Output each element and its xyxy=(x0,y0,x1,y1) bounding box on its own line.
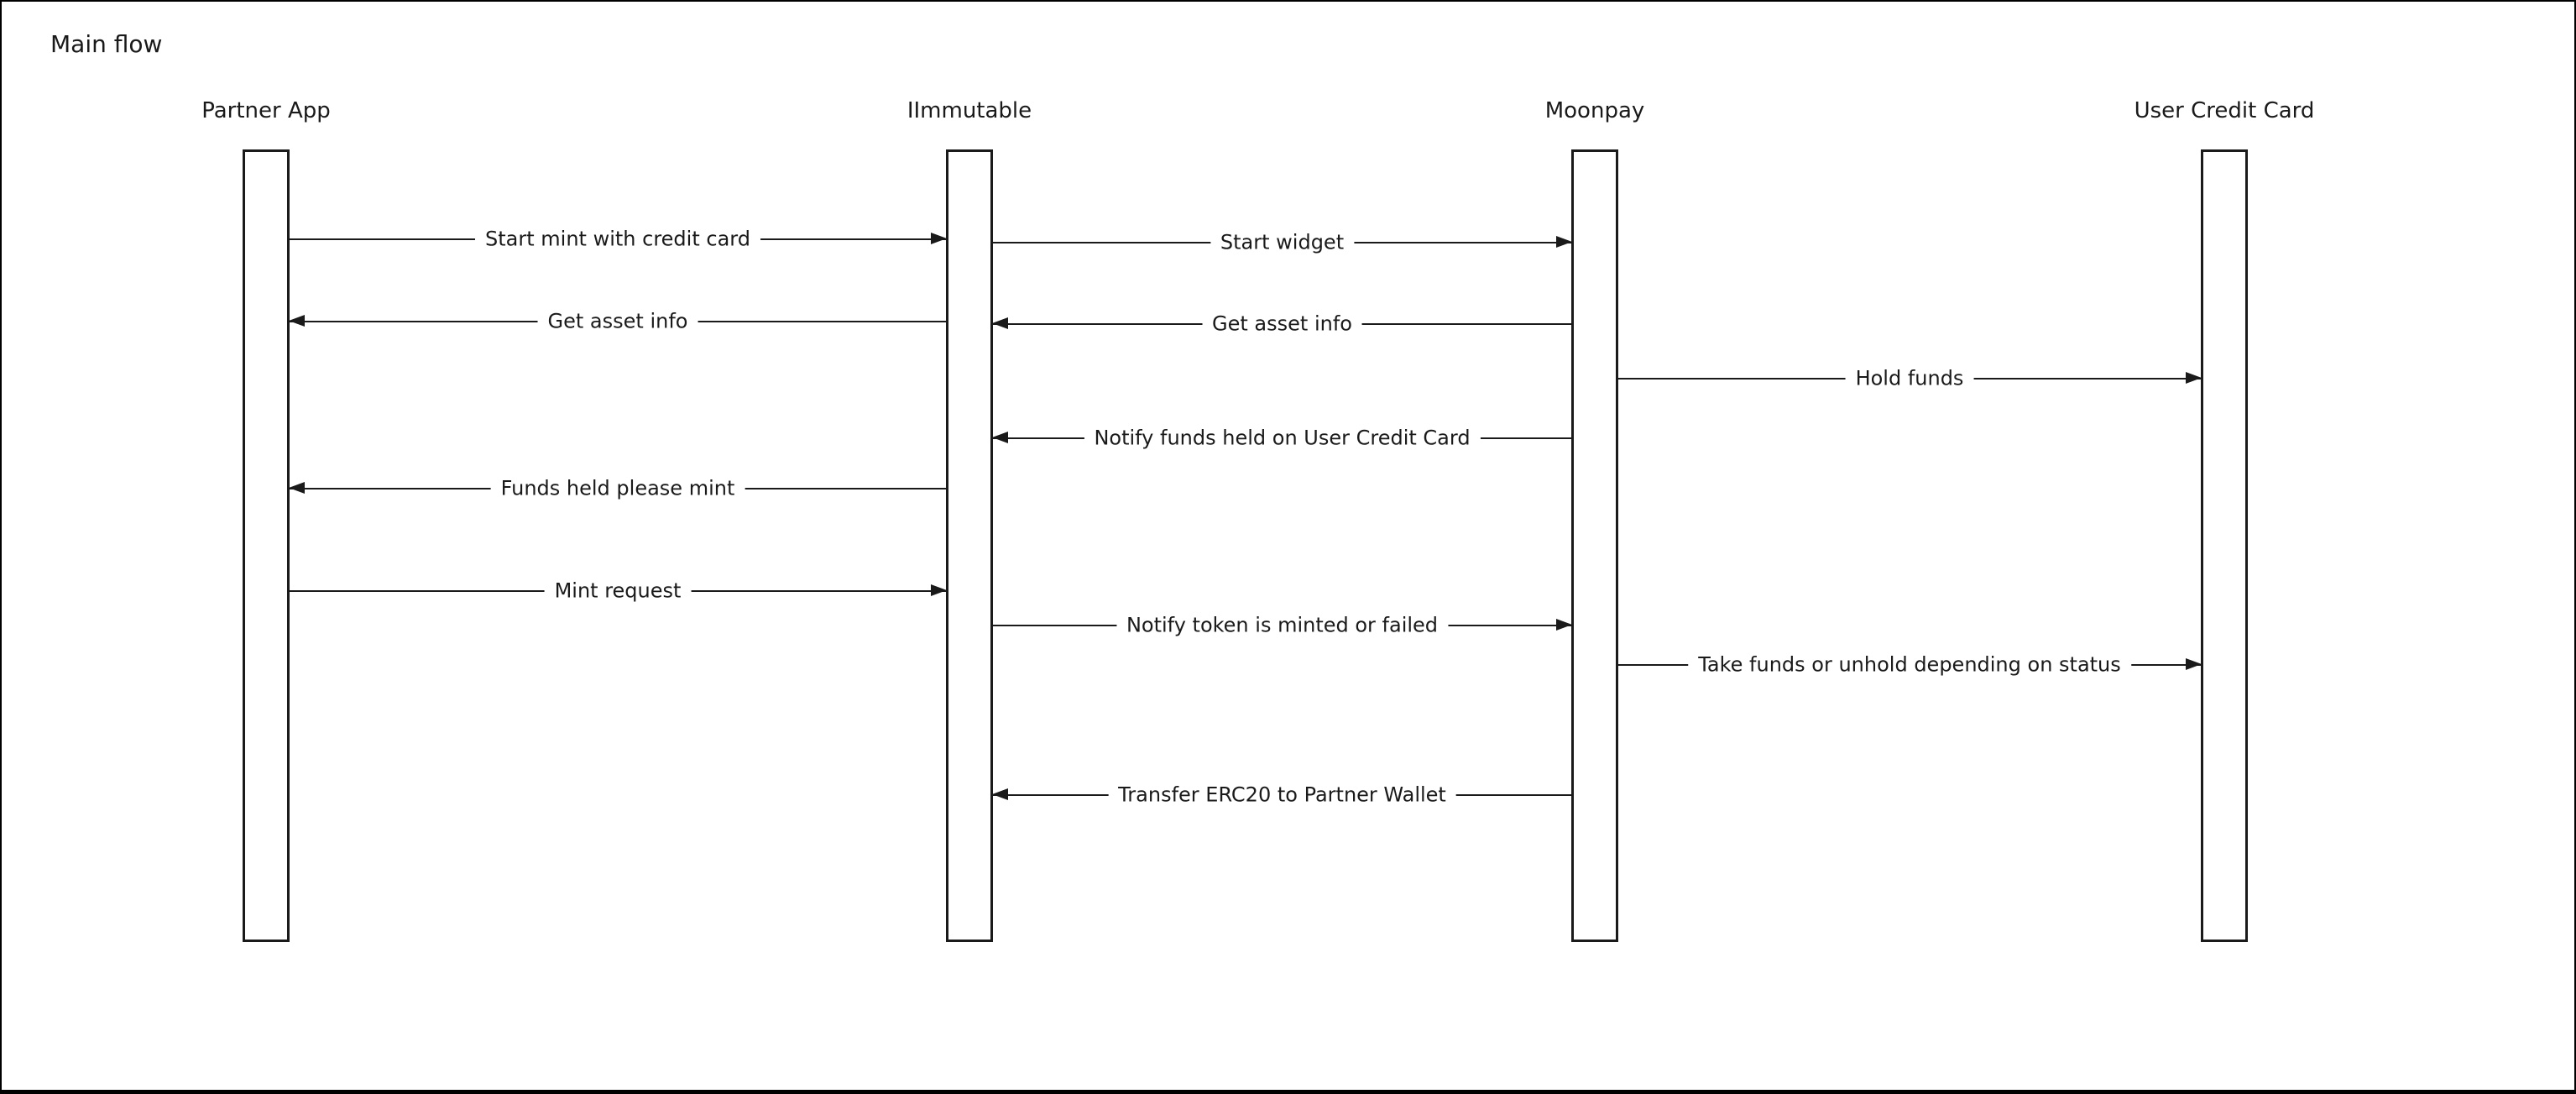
message-label: Notify funds held on User Credit Card xyxy=(1084,424,1481,453)
message-label: Get asset info xyxy=(1202,310,1362,338)
message-label: Funds held please mint xyxy=(490,474,745,503)
message-label: Transfer ERC20 to Partner Wallet xyxy=(1108,781,1456,809)
arrowhead-icon xyxy=(1556,236,1572,248)
lifeline-bar xyxy=(1571,149,1618,942)
arrowhead-icon xyxy=(992,788,1008,800)
message-label: Mint request xyxy=(544,577,692,605)
participant-label: IImmutable xyxy=(907,98,1032,123)
diagram-title: Main flow xyxy=(50,30,163,58)
message-label: Start widget xyxy=(1210,228,1355,257)
lifeline-bar xyxy=(2201,149,2248,942)
message-label: Start mint with credit card xyxy=(475,225,760,254)
message-label: Get asset info xyxy=(537,307,698,336)
arrowhead-icon xyxy=(992,432,1008,443)
participant-label: Partner App xyxy=(201,98,331,123)
arrowhead-icon xyxy=(2186,658,2202,670)
message-label: Notify token is minted or failed xyxy=(1116,611,1449,640)
participant-label: Moonpay xyxy=(1544,98,1645,123)
arrowhead-icon xyxy=(289,315,305,327)
message-label: Take funds or unhold depending on status xyxy=(1688,651,2131,679)
arrowhead-icon xyxy=(2186,372,2202,384)
arrowhead-icon xyxy=(1556,619,1572,631)
arrowhead-icon xyxy=(931,584,947,596)
lifeline-bar xyxy=(946,149,993,942)
message-label: Hold funds xyxy=(1845,364,1974,393)
arrowhead-icon xyxy=(289,482,305,494)
arrowhead-icon xyxy=(931,233,947,244)
arrowhead-icon xyxy=(992,317,1008,329)
lifeline-bar xyxy=(243,149,290,942)
participant-label: User Credit Card xyxy=(2134,98,2315,123)
